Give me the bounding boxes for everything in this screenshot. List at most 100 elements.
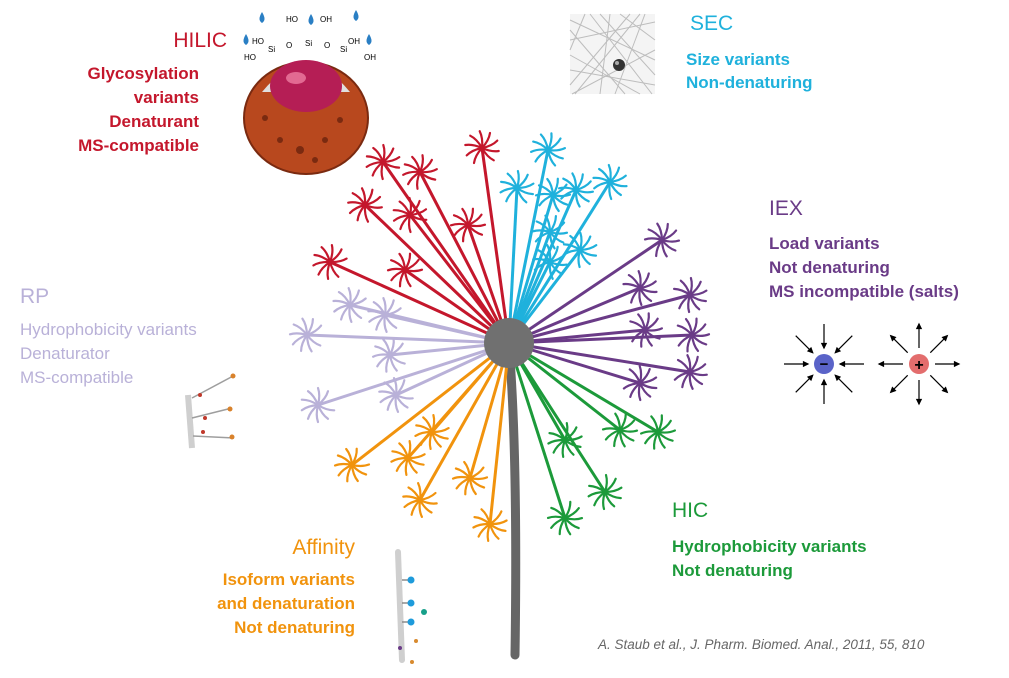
hic-seed-tuft — [587, 473, 623, 511]
sec-ray — [507, 189, 578, 344]
charge-arrow-head — [838, 360, 846, 368]
charge-arrow-head — [915, 398, 923, 406]
charge-arrow-head — [941, 386, 949, 394]
sec-seed-tuft — [562, 231, 598, 269]
hilic-ray — [480, 147, 511, 344]
iex-seed-tuft — [673, 354, 708, 390]
affinity-seed-tuft — [414, 414, 450, 450]
affinity-line-3: Not denaturing — [234, 618, 355, 637]
rp-title: RP — [20, 285, 50, 308]
hilic-seed-tuft — [464, 130, 500, 165]
rp-line-2: Denaturator — [20, 344, 110, 363]
hic-ray — [508, 341, 659, 434]
iex-seed-tuft — [622, 270, 658, 306]
chem-oh-3: OH — [364, 53, 376, 62]
chem-oh-2: OH — [348, 37, 360, 46]
dandelion-stem — [504, 340, 521, 660]
charge-arrow-head — [953, 360, 961, 368]
charge-arrow-head — [834, 346, 842, 354]
sec-seed-tuft — [534, 177, 572, 213]
charge-arrow-head — [834, 374, 842, 382]
hic-ray — [507, 342, 607, 493]
hic-seed-tuft — [640, 414, 676, 450]
sec-ray — [507, 149, 550, 344]
charge-arrow-head — [915, 322, 923, 330]
hic-line-2: Not denaturing — [672, 561, 793, 580]
water-drop-icons — [243, 10, 372, 45]
hic-ray — [507, 342, 567, 519]
affinity-ray — [488, 342, 511, 525]
chem-si-3: Si — [340, 45, 347, 54]
rp-seed-tuft — [288, 317, 323, 353]
charge-arrow-head — [820, 342, 828, 350]
sec-ray — [507, 187, 519, 344]
iex-ray — [508, 333, 693, 345]
iex-ray — [508, 293, 691, 345]
hilic-seed-tuft — [386, 252, 424, 288]
rp-seed-tuft — [372, 337, 406, 373]
sec-seed-tuft — [499, 169, 535, 204]
hilic-line-3: Denaturant — [109, 112, 199, 131]
iex-seed-tuft — [676, 317, 711, 353]
iex-positive-charge-icon: + — [909, 354, 929, 374]
chem-ho-3: HO — [244, 53, 256, 62]
chem-ho-1: HO — [286, 15, 298, 24]
iex-line-3: MS incompatible (salts) — [769, 282, 959, 301]
hilic-ray — [381, 161, 511, 344]
rp-seed-tuft — [332, 287, 367, 323]
charge-arrow-head — [802, 360, 810, 368]
hilic-seed-tuft — [347, 187, 383, 223]
iex-ray — [508, 341, 691, 374]
chem-si-2: Si — [305, 39, 312, 48]
sec-ray — [507, 181, 612, 344]
rp-seed-tuft — [300, 386, 336, 424]
charge-arrow-head — [806, 346, 814, 354]
iex-title: IEX — [769, 197, 803, 220]
sec-line-2: Non-denaturing — [686, 73, 813, 92]
iex-line-2: Not denaturing — [769, 258, 890, 277]
iex-seed-tuft — [622, 364, 658, 402]
hilic-seed-tuft — [312, 244, 348, 280]
hilic-line-1: Glycosylation — [87, 64, 199, 83]
hilic-line-4: MS-compatible — [78, 136, 199, 155]
affinity-ray — [418, 342, 511, 501]
rp-ray — [317, 341, 510, 407]
plus-sign: + — [914, 357, 923, 374]
sec-ray — [507, 194, 555, 344]
hilic-seed-tuft — [365, 143, 401, 181]
chem-o-1: O — [286, 41, 292, 50]
hilic-ray — [418, 171, 511, 344]
rp-line-1: Hydrophobicity variants — [20, 320, 197, 339]
rp-molecule-image — [185, 373, 236, 449]
hic-title: HIC — [672, 499, 709, 522]
rp-line-3: MS-compatible — [20, 368, 134, 387]
sec-seed-tuft — [592, 163, 628, 201]
charge-arrow-head — [820, 378, 828, 386]
hic-seed-tuft — [546, 500, 584, 536]
charge-arrow-head — [941, 334, 949, 342]
affinity-seed-tuft — [451, 460, 489, 496]
chem-oh-1: OH — [320, 15, 332, 24]
hilic-particle-image — [243, 60, 369, 175]
rp-ray — [306, 333, 510, 345]
chem-o-2: O — [324, 41, 330, 50]
rp-seed-tuft — [367, 297, 402, 333]
affinity-seed-tuft — [402, 482, 438, 518]
sec-seed-tuft — [558, 172, 594, 208]
affinity-ray — [351, 341, 510, 467]
iex-seed-tuft — [643, 222, 681, 258]
hilic-line-2: variants — [133, 88, 199, 107]
affinity-seed-tuft — [333, 447, 371, 483]
iex-seed-tuft — [673, 276, 708, 314]
sec-line-1: Size variants — [686, 50, 790, 69]
affinity-line-2: and denaturation — [217, 594, 355, 613]
rp-seed-tuft — [378, 377, 414, 413]
hic-line-1: Hydrophobicity variants — [672, 537, 867, 556]
sec-title: SEC — [690, 12, 734, 35]
minus-sign: − — [820, 356, 829, 373]
hic-seed-tuft — [601, 412, 639, 448]
affinity-title: Affinity — [292, 536, 355, 559]
chem-ho-2: HO — [252, 37, 264, 46]
affinity-column-image — [395, 549, 427, 664]
